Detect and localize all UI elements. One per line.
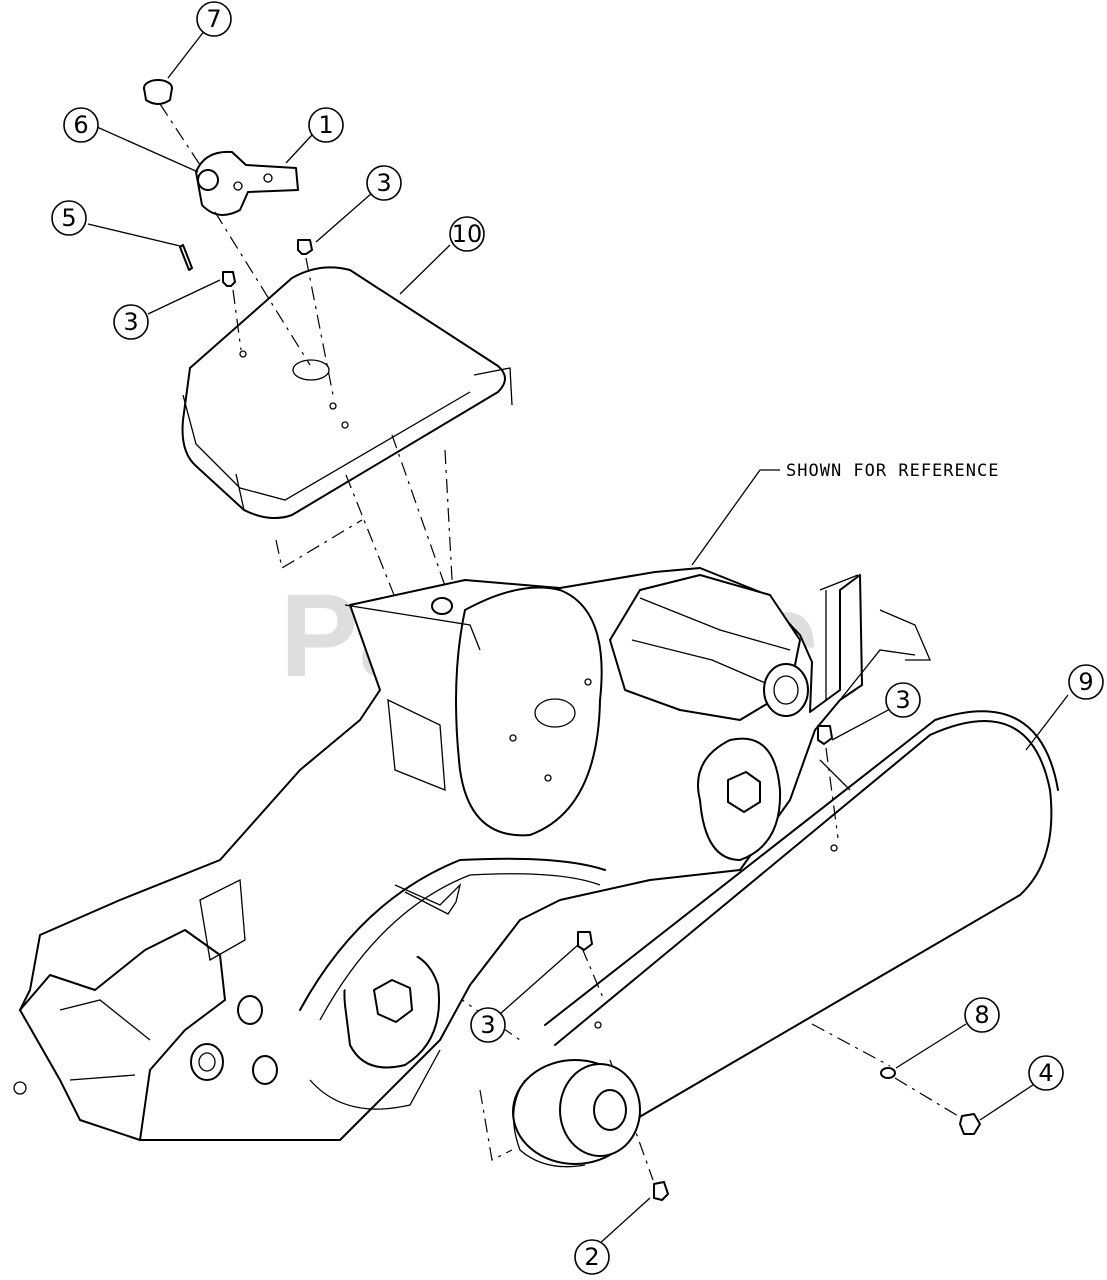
callout-5: 5 <box>51 200 87 236</box>
callout-3-top-left: 3 <box>113 304 149 340</box>
svg-text:3: 3 <box>895 686 910 714</box>
callout-2: 2 <box>574 1239 610 1275</box>
plug-cap-part <box>143 79 173 105</box>
bolt-part-upper-left <box>222 271 236 287</box>
callout-6: 6 <box>63 107 99 143</box>
callout-3-right: 3 <box>885 682 921 718</box>
svg-text:3: 3 <box>480 1011 495 1039</box>
washer-part <box>880 1067 896 1079</box>
callout-9: 9 <box>1068 664 1104 700</box>
bolt-part-upper-right <box>297 239 313 255</box>
shift-lever-part <box>195 150 299 216</box>
svg-text:1: 1 <box>318 111 333 139</box>
svg-text:6: 6 <box>73 111 88 139</box>
svg-text:2: 2 <box>584 1243 599 1271</box>
leader-lines <box>87 29 1069 1246</box>
svg-text:8: 8 <box>974 1001 989 1029</box>
svg-text:9: 9 <box>1078 668 1093 696</box>
drive-pulley-part <box>512 1059 641 1168</box>
pin-part <box>179 244 193 271</box>
belt-cover-part <box>181 266 513 520</box>
callout-4: 4 <box>1028 1055 1064 1091</box>
callout-3-top-right: 3 <box>366 165 402 201</box>
bolt-part-lower-right <box>959 1113 981 1135</box>
svg-text:3: 3 <box>376 169 391 197</box>
bolt-part-bottom <box>653 1181 669 1201</box>
svg-text:4: 4 <box>1038 1059 1053 1087</box>
callout-10: 10 <box>449 216 485 252</box>
drive-belt-part <box>544 710 1059 1141</box>
callout-1: 1 <box>308 107 344 143</box>
svg-text:10: 10 <box>452 220 483 248</box>
bolt-part-center <box>577 931 593 951</box>
bolt-part-right <box>817 725 833 745</box>
callout-3-center: 3 <box>470 1007 506 1043</box>
svg-text:5: 5 <box>61 204 76 232</box>
reference-note: SHOWN FOR REFERENCE <box>786 461 999 481</box>
svg-text:3: 3 <box>123 308 138 336</box>
svg-text:7: 7 <box>206 5 221 33</box>
tiller-chassis <box>13 567 931 1141</box>
callout-8: 8 <box>964 997 1000 1033</box>
callout-7: 7 <box>196 1 232 37</box>
